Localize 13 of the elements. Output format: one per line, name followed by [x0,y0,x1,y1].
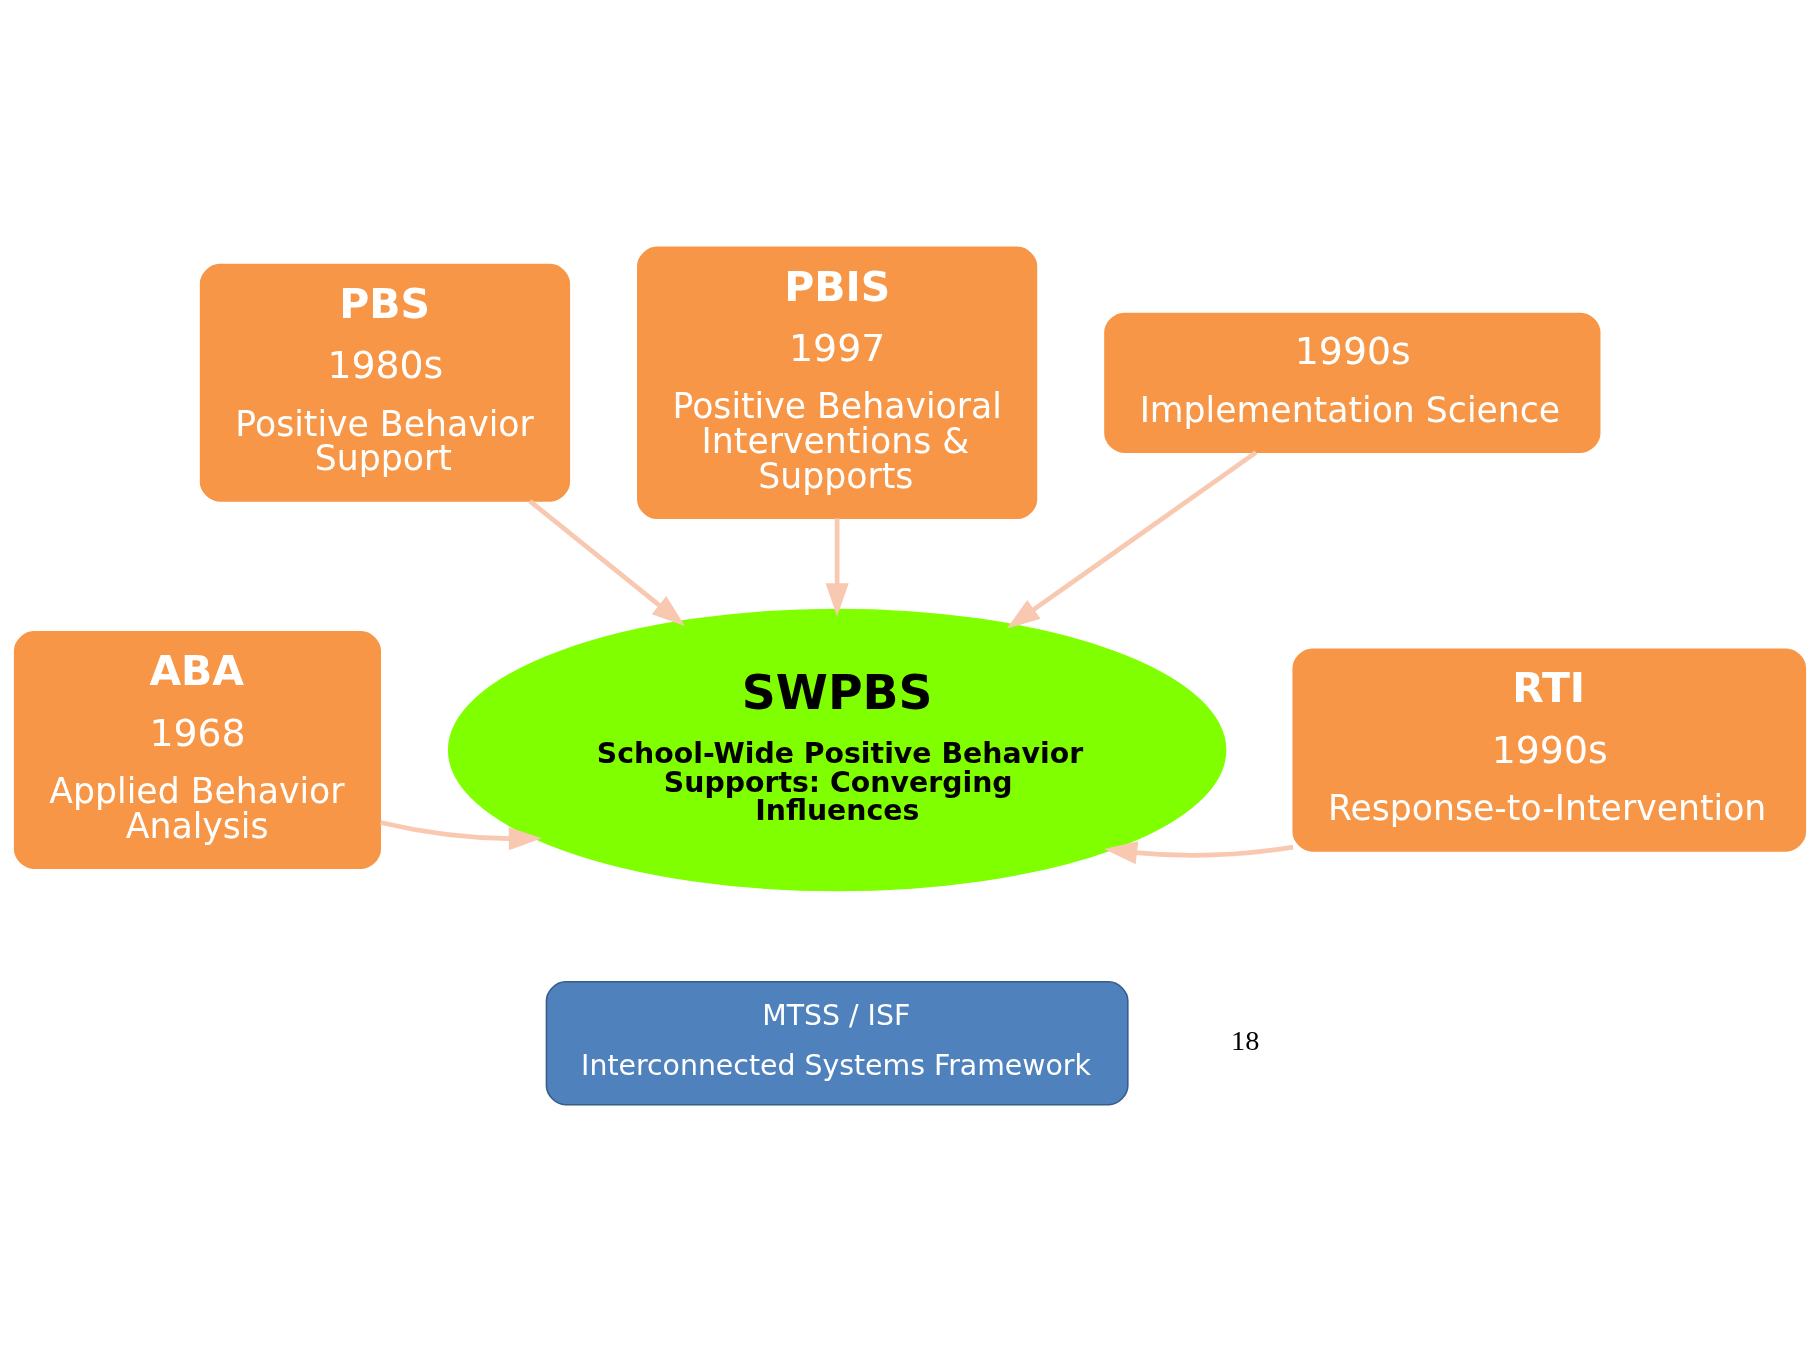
arrow [528,498,685,626]
arrow [1006,450,1258,628]
label: 18 [1231,1024,1260,1056]
arrow [825,517,849,616]
node-ellipse: SWPBS School-Wide Positive Behavior Supports: Converging Influences [447,608,1227,891]
node-box: RTI 1990s Response-to-Intervention [1292,647,1807,852]
node-box: PBIS 1997 Positive Behavioral Interventions & Supports [637,246,1038,519]
arrow [1104,840,1294,864]
node-box: PBS 1980s Positive Behavior Support [199,263,571,502]
node-box: 1990s Implementation Science [1104,312,1601,453]
node-box: MTSS / ISF Interconnected Systems Framework [545,980,1129,1105]
arrow [379,819,542,850]
node-box: ABA 1968 Applied Behavior Analysis [13,630,381,869]
